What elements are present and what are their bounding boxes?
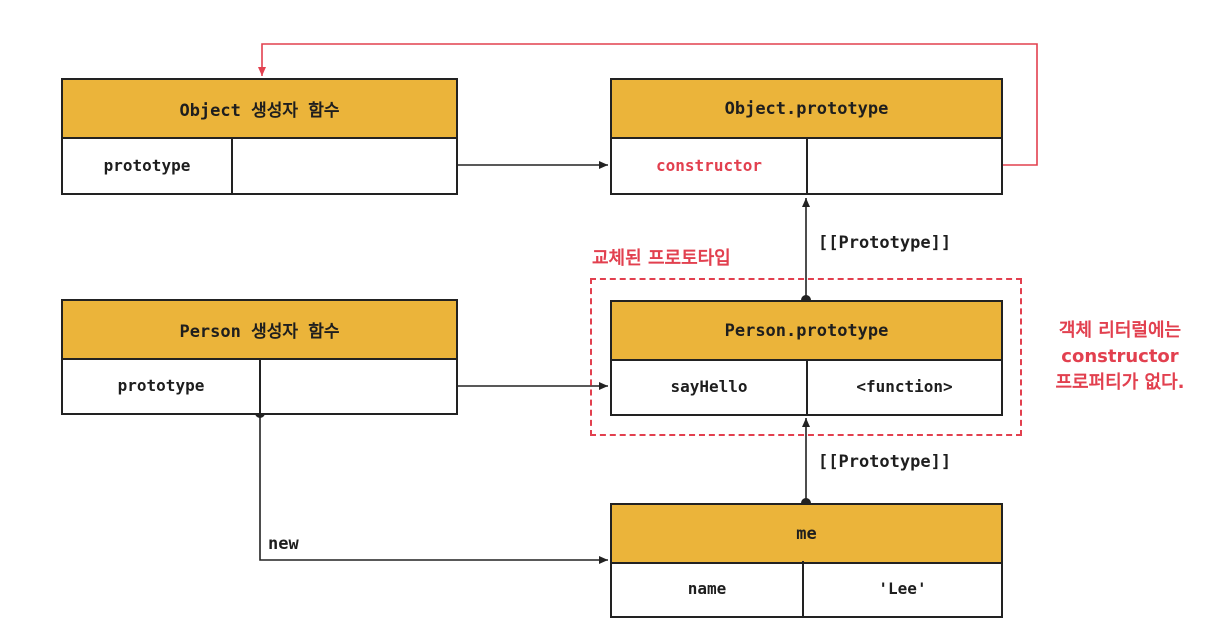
object-prototype-title: Object.prototype <box>612 80 1001 139</box>
object-constructor-prop: prototype <box>103 156 191 175</box>
person-prototype-value: <function> <box>806 359 1001 414</box>
object-constructor-value <box>231 138 456 193</box>
object-prototype-row: constructor <box>612 138 1001 193</box>
proto-link-label-2: [[Prototype]] <box>818 452 952 472</box>
person-prototype-box: Person.prototype sayHello <function> <box>610 300 1003 416</box>
person-constructor-row: prototype <box>63 358 456 413</box>
object-prototype-box: Object.prototype constructor <box>610 78 1003 195</box>
person-constructor-box: Person 생성자 함수 prototype <box>61 299 458 415</box>
proto-link-label-1: [[Prototype]] <box>818 233 952 253</box>
object-constructor-box: Object 생성자 함수 prototype <box>61 78 458 195</box>
person-constructor-value <box>259 358 456 413</box>
new-label: new <box>268 534 299 554</box>
note-line-1: 객체 리터럴에는 <box>1058 320 1182 341</box>
me-title: me <box>612 505 1001 564</box>
person-constructor-prop: prototype <box>117 376 205 395</box>
me-row: name 'Lee' <box>612 561 1001 616</box>
me-box: me name 'Lee' <box>610 503 1003 618</box>
person-constructor-title: Person 생성자 함수 <box>63 301 456 360</box>
object-prototype-prop: constructor <box>656 156 762 175</box>
constructor-note: 객체 리터럴에는 constructor 프로퍼티가 없다. <box>1030 318 1210 396</box>
person-prototype-row: sayHello <function> <box>612 359 1001 414</box>
object-prototype-value <box>806 138 1001 193</box>
replaced-prototype-label: 교체된 프로토타입 <box>592 248 731 269</box>
note-line-3: 프로퍼티가 없다. <box>1055 372 1185 393</box>
me-value: 'Lee' <box>802 561 1001 616</box>
replaced-prototype-frame <box>590 278 1022 436</box>
person-prototype-prop: sayHello <box>670 377 748 396</box>
object-constructor-row: prototype <box>63 138 456 193</box>
arrow-new <box>259 413 608 564</box>
note-line-2: constructor <box>1061 346 1179 367</box>
object-constructor-title: Object 생성자 함수 <box>63 80 456 139</box>
person-prototype-title: Person.prototype <box>612 302 1001 361</box>
me-prop: name <box>687 579 727 598</box>
